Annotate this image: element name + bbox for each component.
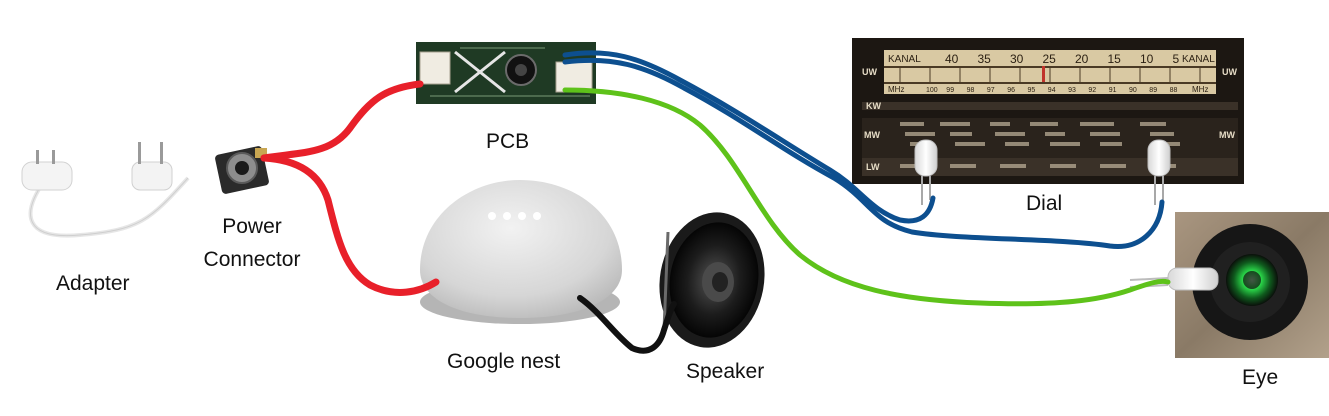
adapter-label: Adapter — [56, 272, 130, 295]
dial-band-mw-left: MW — [864, 130, 880, 140]
dial-wire-right — [562, 57, 1165, 249]
dial-channel-tick-15: 15 — [1108, 52, 1122, 66]
power-connector-label: Power Connector — [186, 210, 318, 276]
dial-mhz-right: MHz — [1192, 85, 1208, 94]
power-wire-to-nest — [260, 154, 440, 296]
power-connector-label-line2: Connector — [203, 248, 301, 271]
dial-led-left — [914, 139, 938, 205]
dial-mhz-left: MHz — [888, 85, 904, 94]
dial-led-right — [1147, 139, 1171, 205]
power-connector-label-line1: Power — [222, 215, 282, 238]
dial-band-uw-right: UW — [1222, 67, 1237, 77]
dial-mhz-tick-99: 99 — [946, 87, 954, 94]
dial-mhz-tick-89: 89 — [1149, 87, 1157, 94]
dial-wire-left — [562, 50, 936, 224]
speaker-label: Speaker — [686, 360, 765, 383]
power-connector-image — [215, 146, 269, 194]
dial-mhz-tick-94: 94 — [1048, 87, 1056, 94]
speaker-wire — [577, 295, 677, 354]
pcb-image — [416, 42, 596, 104]
dial-mhz-tick-100: 100 — [926, 87, 938, 94]
dial-mhz-tick-95: 95 — [1028, 87, 1036, 94]
dial-label: Dial — [1026, 192, 1063, 215]
dial-mhz-tick-97: 97 — [987, 87, 995, 94]
speaker-image — [659, 212, 765, 348]
dial-mhz-tick-92: 92 — [1088, 87, 1096, 94]
dial-channel-tick-35: 35 — [978, 52, 992, 66]
adapter-image — [21, 142, 190, 238]
eye-image — [1175, 212, 1329, 358]
dial-channel-tick-40: 40 — [945, 52, 959, 66]
dial-mhz-tick-98: 98 — [967, 87, 975, 94]
dial-kanal-right: KANAL — [1182, 54, 1215, 65]
dial-mhz-tick-93: 93 — [1068, 87, 1076, 94]
pcb-label: PCB — [486, 130, 530, 153]
dial-channel-tick-5: 5 — [1173, 52, 1180, 66]
eye-wire — [562, 87, 1171, 307]
dial-band-lw: LW — [866, 162, 880, 172]
dial-band-uw-left: UW — [862, 67, 877, 77]
dial-channel-tick-10: 10 — [1140, 52, 1154, 66]
dial-mhz-tick-90: 90 — [1129, 87, 1137, 94]
dial-mhz-tick-91: 91 — [1109, 87, 1117, 94]
dial-channel-tick-30: 30 — [1010, 52, 1024, 66]
google-nest-label: Google nest — [447, 350, 561, 373]
google-nest-image — [420, 180, 622, 324]
dial-mhz-tick-88: 88 — [1170, 87, 1178, 94]
dial-channel-tick-25: 25 — [1043, 52, 1057, 66]
dial-band-kw: KW — [866, 101, 881, 111]
power-wire-to-pcb — [260, 80, 424, 162]
dial-kanal-left: KANAL — [888, 54, 921, 65]
dial-band-mw-right: MW — [1219, 130, 1235, 140]
eye-label: Eye — [1242, 366, 1279, 389]
dial-channel-tick-20: 20 — [1075, 52, 1089, 66]
dial-mhz-tick-96: 96 — [1007, 87, 1015, 94]
